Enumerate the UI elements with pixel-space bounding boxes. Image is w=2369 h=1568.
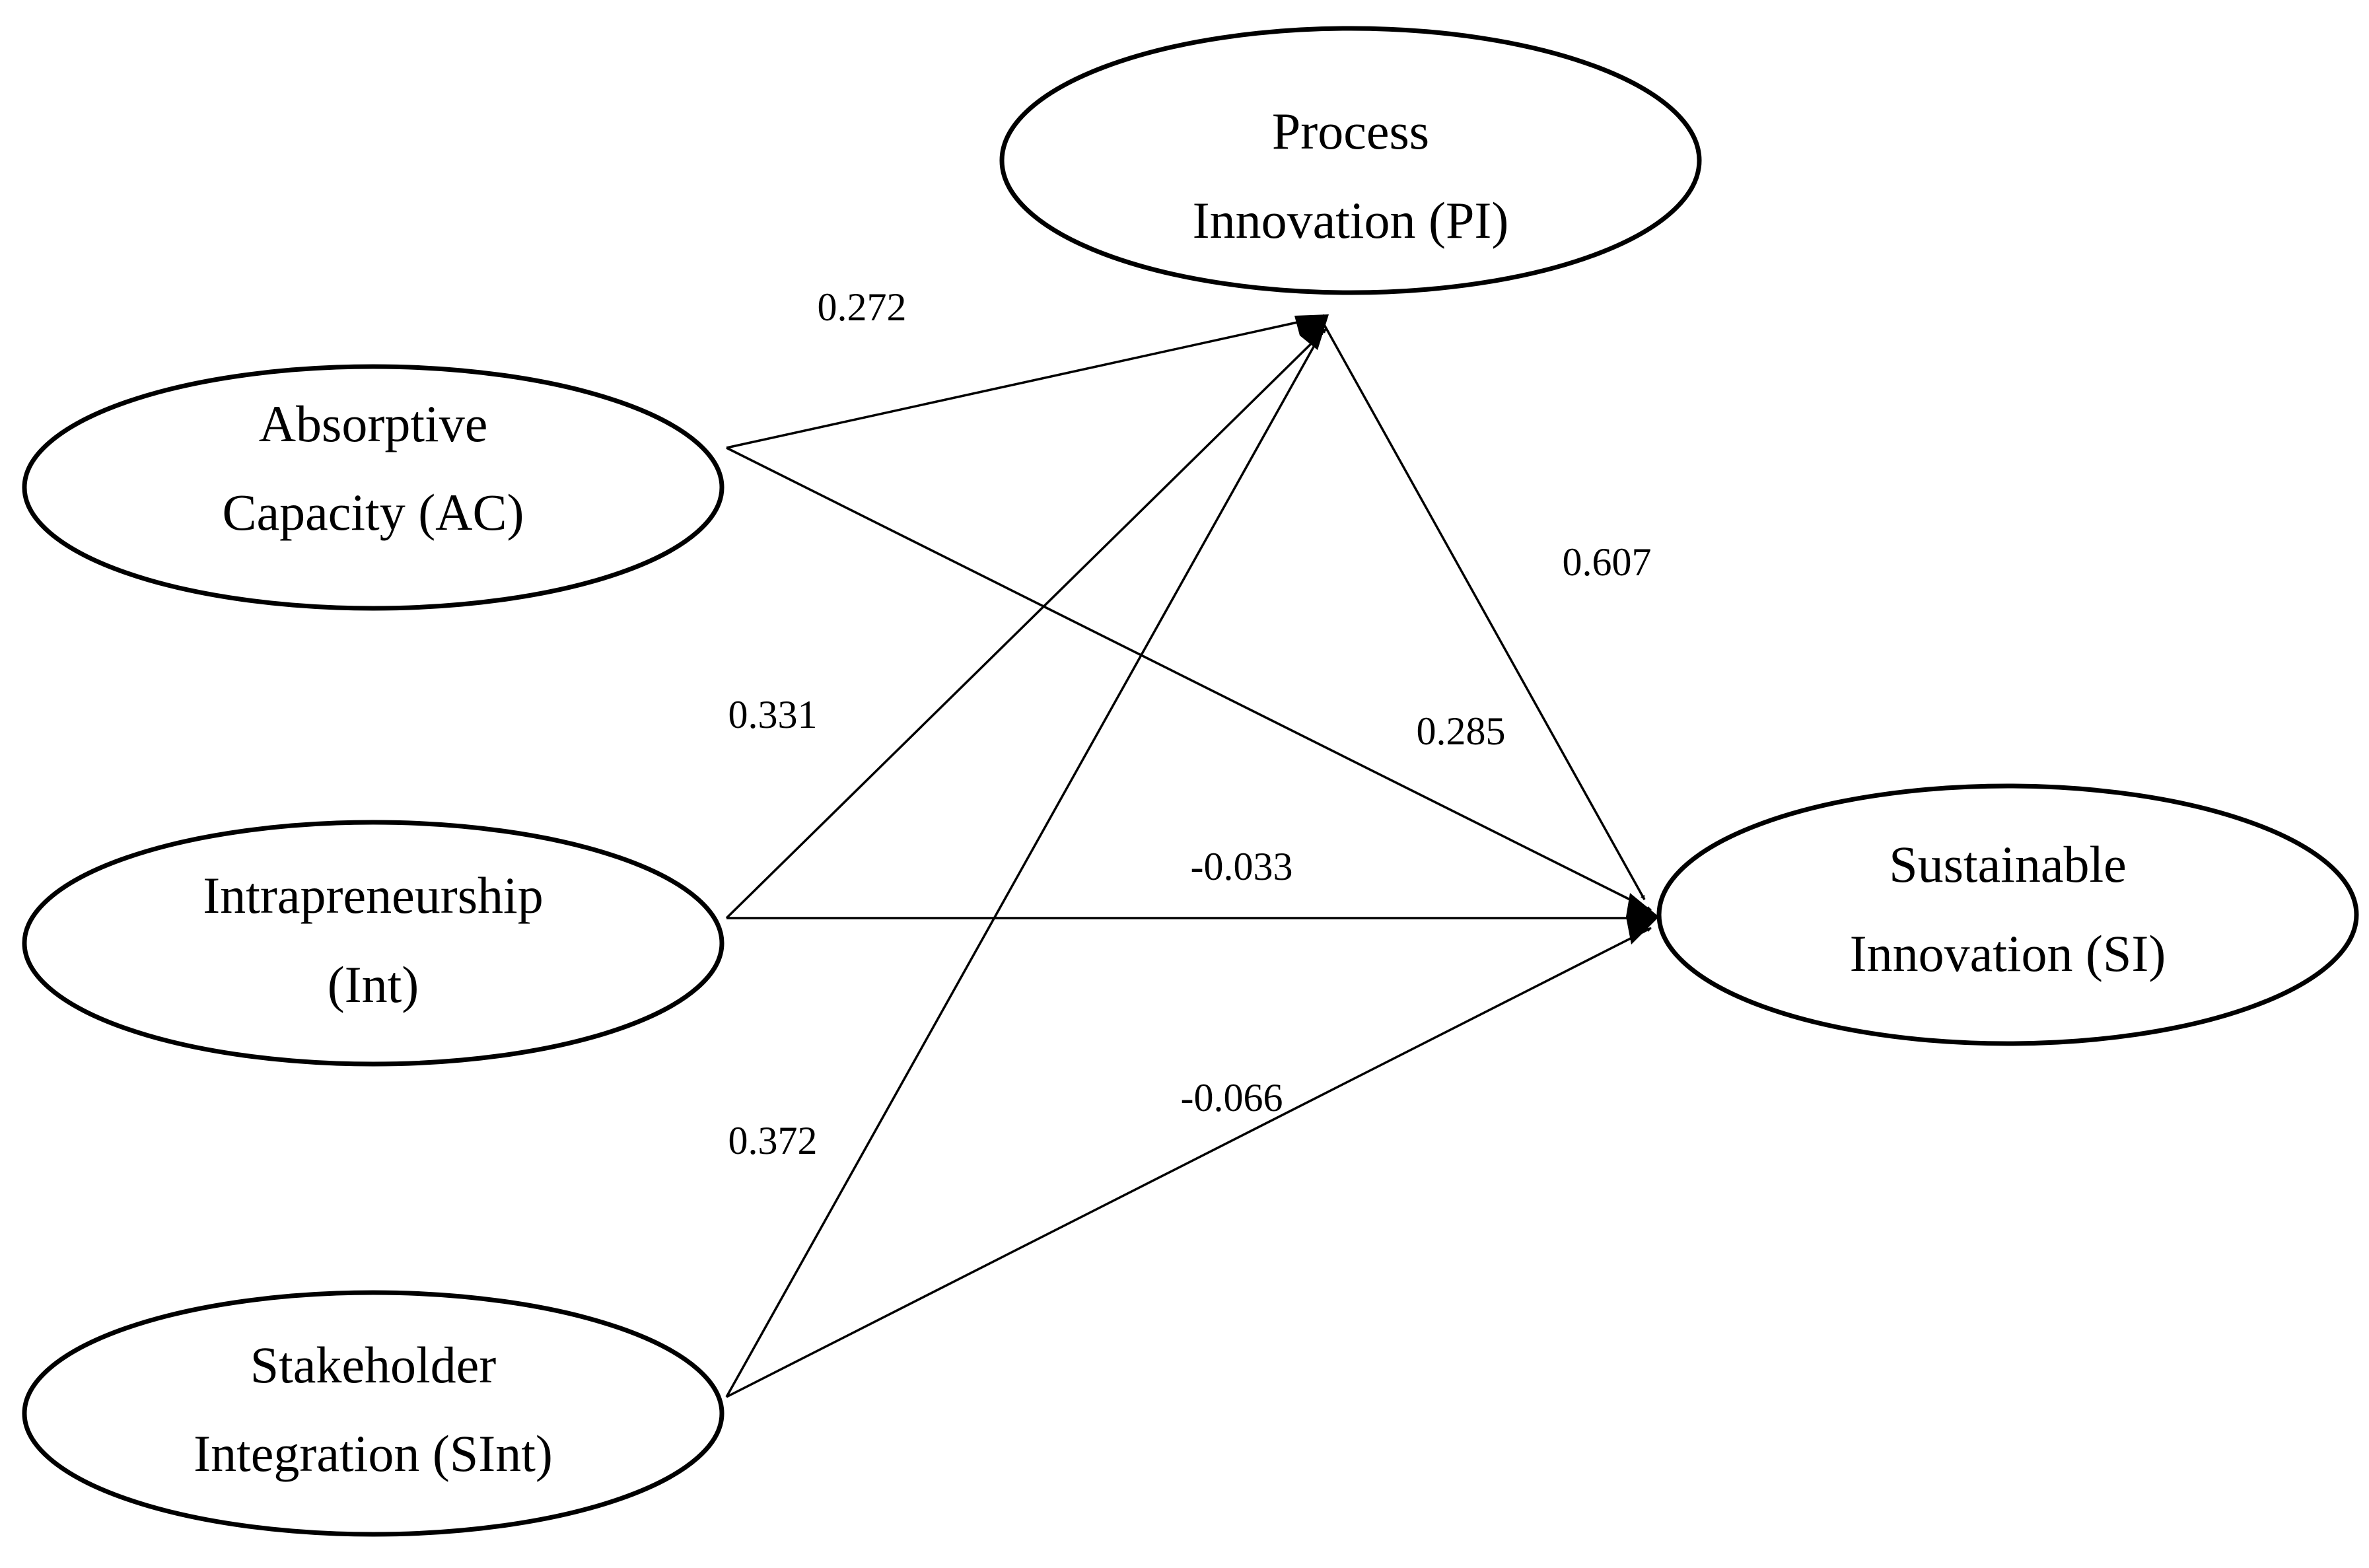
node-label-line2: Innovation (PI)	[1193, 192, 1509, 249]
node-process-innovation: Process Innovation (PI)	[999, 26, 1702, 295]
path-coefficients: 0.272 0.331 0.372 0.607 0.285 -0.033 -0.…	[728, 285, 1652, 1162]
arrow-pi-to-si	[1322, 322, 1646, 900]
arrow-ac-to-si	[726, 446, 1652, 911]
arrow-sint-to-si	[726, 927, 1652, 1398]
arrowhead-at-pi	[1294, 314, 1329, 350]
node-label-line1: Intrapreneurship	[203, 867, 543, 924]
coefficient-pi-si: 0.607	[1563, 540, 1652, 584]
coefficient-sint-pi: 0.372	[728, 1119, 818, 1162]
node-sustainable-innovation: Sustainable Innovation (SI)	[1656, 783, 2359, 1046]
node-label-line1: Sustainable	[1889, 836, 2127, 893]
node-label-line1: Process	[1272, 102, 1429, 160]
path-arrows	[725, 314, 1656, 1398]
node-label-line2: Innovation (SI)	[1850, 925, 2166, 982]
arrowhead-at-si	[1626, 893, 1659, 944]
coefficient-ac-pi: 0.272	[818, 285, 907, 329]
coefficient-int-pi: 0.331	[728, 693, 818, 736]
node-label-line1: Absorptive	[259, 395, 488, 452]
node-label-line2: Capacity (AC)	[222, 483, 524, 541]
node-stakeholder-integration: Stakeholder Integration (SInt)	[22, 1290, 725, 1537]
arrowheads	[1294, 314, 1659, 944]
node-label-line2: Integration (SInt)	[194, 1425, 553, 1482]
arrow-int-to-pi	[725, 328, 1327, 919]
node-absorptive-capacity: Absorptive Capacity (AC)	[22, 364, 725, 611]
coefficient-sint-si: -0.066	[1181, 1076, 1283, 1120]
coefficient-int-si: -0.033	[1191, 845, 1293, 888]
node-intrapreneurship: Intrapreneurship (Int)	[22, 820, 725, 1067]
arrow-ac-to-pi	[726, 314, 1328, 449]
coefficient-ac-si: 0.285	[1417, 709, 1506, 753]
arrow-sint-to-pi	[725, 330, 1324, 1398]
node-label-line2: (Int)	[328, 956, 419, 1013]
node-label-line1: Stakeholder	[250, 1336, 497, 1394]
